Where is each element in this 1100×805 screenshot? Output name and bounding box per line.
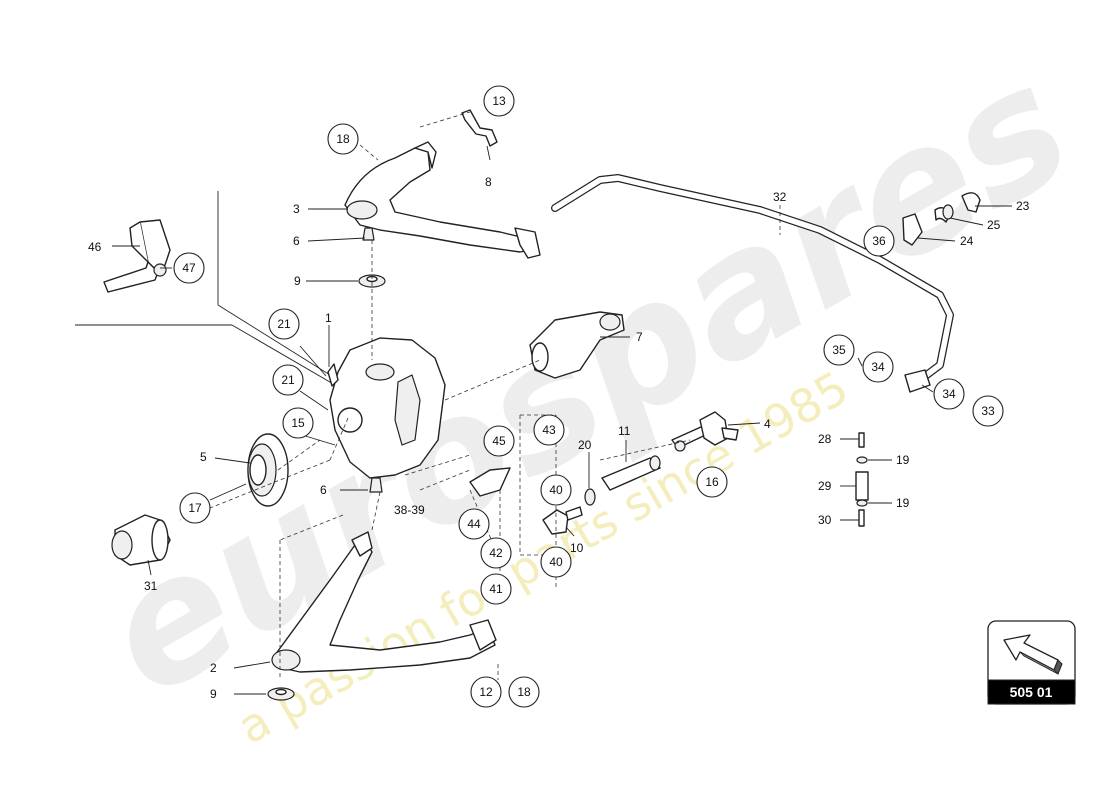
label-28: 28 (818, 432, 832, 446)
svg-text:47: 47 (182, 261, 196, 275)
wheel-bearing (248, 434, 288, 506)
svg-text:33: 33 (981, 404, 995, 418)
svg-text:17: 17 (188, 501, 202, 515)
label-9-lower: 9 (210, 687, 217, 701)
label-30: 30 (818, 513, 832, 527)
svg-text:40: 40 (549, 555, 563, 569)
label-5: 5 (200, 450, 207, 464)
callout-12: 12 (471, 677, 501, 707)
wheel-hub (112, 515, 170, 565)
svg-text:36: 36 (872, 234, 886, 248)
reference-box: 505 01 (988, 621, 1075, 704)
callout-45: 45 (484, 426, 514, 456)
label-38-39: 38-39 (394, 503, 425, 517)
svg-text:15: 15 (291, 416, 305, 430)
svg-text:35: 35 (832, 343, 846, 357)
label-24: 24 (960, 234, 974, 248)
callout-21-upper: 21 (269, 309, 299, 339)
svg-text:18: 18 (336, 132, 350, 146)
label-4: 4 (764, 417, 771, 431)
label-9-upper: 9 (294, 274, 301, 288)
callout-40-lower: 40 (541, 547, 571, 577)
label-3: 3 (293, 202, 300, 216)
label-25: 25 (987, 218, 1001, 232)
label-6-upper: 6 (293, 234, 300, 248)
svg-text:45: 45 (492, 434, 506, 448)
callout-33: 33 (973, 396, 1003, 426)
callout-44: 44 (459, 509, 489, 539)
label-6-lower: 6 (320, 483, 327, 497)
callout-47: 47 (174, 253, 204, 283)
label-8: 8 (485, 175, 492, 189)
label-19-lower: 19 (896, 496, 910, 510)
label-46: 46 (88, 240, 102, 254)
svg-text:13: 13 (492, 94, 506, 108)
callout-34-left: 34 (863, 352, 893, 382)
label-2: 2 (210, 661, 217, 675)
label-31: 31 (144, 579, 158, 593)
label-1: 1 (325, 311, 332, 325)
svg-text:44: 44 (467, 517, 481, 531)
callout-34-right: 34 (934, 379, 964, 409)
label-29: 29 (818, 479, 832, 493)
callout-42: 42 (481, 538, 511, 568)
callout-17: 17 (180, 493, 210, 523)
label-23: 23 (1016, 199, 1030, 213)
svg-text:21: 21 (277, 317, 291, 331)
callout-21-lower: 21 (273, 365, 303, 395)
callout-35: 35 (824, 335, 854, 365)
callout-43: 43 (534, 415, 564, 445)
callout-36: 36 (864, 226, 894, 256)
svg-text:41: 41 (489, 582, 503, 596)
callout-18-bottom: 18 (509, 677, 539, 707)
callout-41: 41 (481, 574, 511, 604)
label-19-upper: 19 (896, 453, 910, 467)
svg-text:40: 40 (549, 483, 563, 497)
callout-18-top: 18 (328, 124, 358, 154)
label-32: 32 (773, 190, 787, 204)
label-11: 11 (618, 424, 631, 438)
label-20: 20 (578, 438, 592, 452)
callout-13: 13 (484, 86, 514, 116)
svg-text:12: 12 (479, 685, 493, 699)
svg-text:18: 18 (517, 685, 531, 699)
svg-text:34: 34 (871, 360, 885, 374)
svg-text:42: 42 (489, 546, 503, 560)
svg-text:34: 34 (942, 387, 956, 401)
callout-40-upper: 40 (541, 475, 571, 505)
link-pin-stack (856, 433, 868, 526)
reference-code: 505 01 (1010, 684, 1053, 700)
sensor-part (104, 220, 170, 292)
label-7: 7 (636, 330, 643, 344)
upper-control-arm (345, 142, 540, 258)
label-10: 10 (570, 541, 584, 555)
svg-text:43: 43 (542, 423, 556, 437)
svg-text:21: 21 (281, 373, 295, 387)
callout-16: 16 (697, 467, 727, 497)
callout-15: 15 (283, 408, 313, 438)
svg-text:16: 16 (705, 475, 719, 489)
